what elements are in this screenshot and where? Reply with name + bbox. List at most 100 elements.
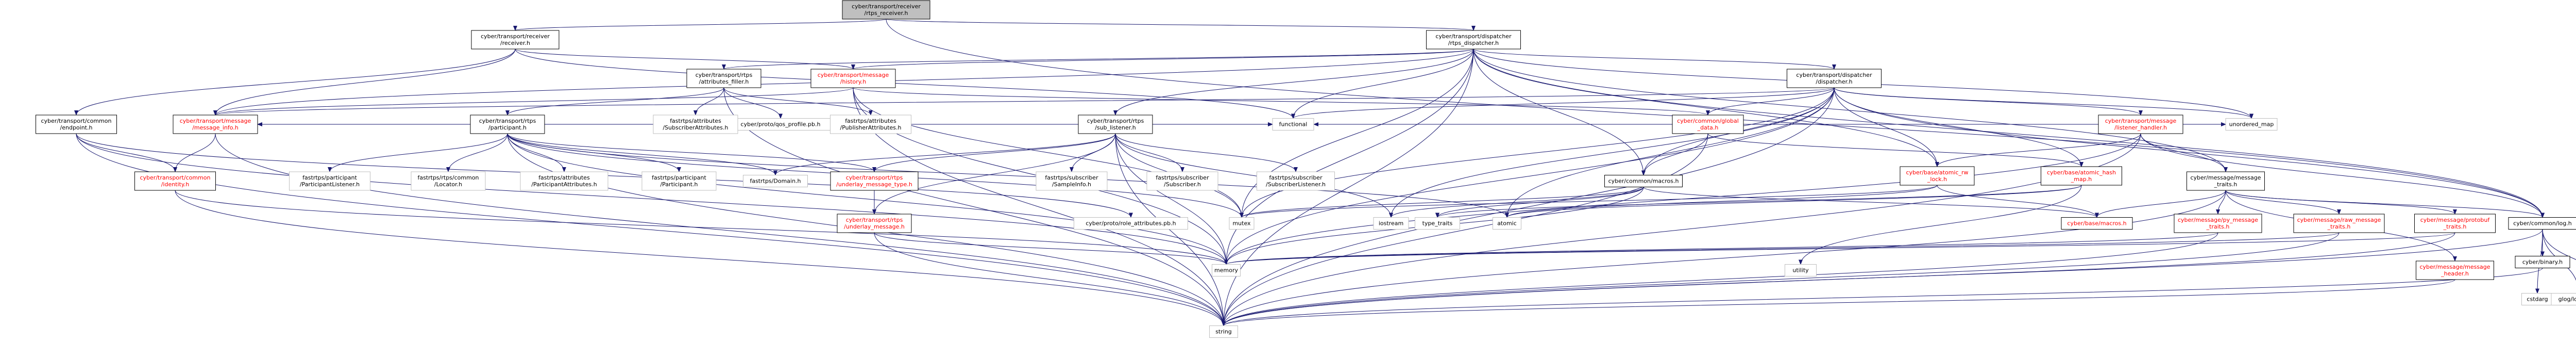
node-message_info[interactable]: cyber/transport/message/message_info.h [173, 115, 258, 134]
node-subscriber: fastrtps/subscriber/Subscriber.h [1146, 171, 1218, 191]
node-label-line: fastrtps/participant [302, 174, 357, 181]
node-label-line: glog/logging.h [2558, 296, 2576, 303]
node-label-line: /underlay_message.h [844, 223, 905, 230]
node-atomic_hash_map[interactable]: cyber/base/atomic_hash_map.h [2041, 166, 2122, 186]
node-underlay_message[interactable]: cyber/transport/rtps/underlay_message.h [837, 214, 912, 233]
node-box [36, 115, 117, 134]
node-label: cyber/transport/rtps/participant.h [479, 118, 536, 131]
node-label-line: type_traits [1422, 220, 1453, 227]
node-label: fastrtps/attributes/ParticipantAttribute… [531, 174, 597, 188]
edge-global_data-to-string [1222, 133, 1708, 327]
node-atomic_rw_lock[interactable]: cyber/base/atomic_rw_lock.h [1900, 166, 1975, 186]
node-label-line: /attributes_filler.h [699, 78, 749, 85]
node-box [1078, 115, 1153, 134]
edge-message_info-to-identity [173, 133, 216, 172]
edge-participant-to-participant_listener [328, 133, 508, 172]
node-label: utility [1792, 267, 1809, 274]
node-box [173, 115, 258, 134]
node-participant[interactable]: cyber/transport/rtps/participant.h [470, 115, 545, 134]
node-label: mutex [1232, 220, 1251, 227]
edge-sub_listener-to-memory [1115, 133, 1228, 265]
node-macros[interactable]: cyber/common/macros.h [1604, 175, 1683, 187]
node-history[interactable]: cyber/transport/message/history.h [810, 69, 896, 88]
node-root[interactable]: cyber/transport/receiver/rtps_receiver.h [842, 0, 930, 20]
node-label: cyber/base/macros.h [2067, 220, 2126, 227]
node-underlay_message_type[interactable]: cyber/transport/rtps/underlay_message_ty… [830, 171, 919, 191]
node-label: string [1215, 329, 1232, 335]
node-label: fastrtps/participant/Participant.h [652, 174, 706, 188]
node-label-line: _traits.h [2206, 223, 2230, 230]
edge-sub_listener-to-iostream [1115, 133, 1393, 218]
node-rtps_dispatcher[interactable]: cyber/transport/dispatcher/rtps_dispatch… [1426, 30, 1521, 50]
node-label-line: cyber/message/message [2190, 174, 2261, 181]
node-box [1900, 166, 1975, 186]
node-role_attributes: cyber/proto/role_attributes.pb.h [1074, 217, 1188, 230]
edge-message_traits-to-base_macros [2095, 190, 2226, 218]
node-py_message_traits[interactable]: cyber/message/py_message_traits.h [2174, 214, 2262, 233]
node-label-line: fastrtps/attributes [538, 174, 590, 181]
node-label: cyber/transport/common/endpoint.h [41, 118, 112, 131]
node-message_traits[interactable]: cyber/message/message_traits.h [2187, 171, 2265, 191]
edge-binary-to-string [1222, 268, 2543, 327]
node-label-line: fastrtps/attributes [670, 118, 721, 124]
node-log[interactable]: cyber/common/log.h [2508, 217, 2576, 230]
edge-underlay_message-to-memory [874, 232, 1228, 265]
node-box [1493, 217, 1521, 230]
edge-listener_handler-to-log [2140, 133, 2545, 218]
edge-attributes_filler-to-pub_attributes [723, 87, 873, 116]
node-global_data[interactable]: cyber/common/global_data.h [1672, 115, 1744, 134]
edge-dispatcher-to-atomic_rw_lock [1834, 87, 1939, 167]
edge-raw_message_traits-to-string [1222, 232, 2340, 327]
node-identity[interactable]: cyber/transport/common/identity.h [134, 171, 216, 191]
edge-common_endpoint-to-memory [76, 133, 1228, 265]
edge-sub_listener-to-underlay_message_type [872, 133, 1116, 172]
node-box [837, 214, 912, 233]
node-label-line: cyber/transport/message [818, 72, 889, 78]
node-box [743, 175, 808, 187]
node-label: atomic [1497, 220, 1517, 227]
node-binary[interactable]: cyber/binary.h [2515, 256, 2570, 268]
node-box [1272, 118, 1314, 131]
node-box [842, 0, 930, 20]
node-sub_listener[interactable]: cyber/transport/rtps/sub_listener.h [1078, 115, 1153, 134]
node-participant_listener: fastrtps/participant/ParticipantListener… [289, 171, 370, 191]
node-label-line: iostream [1379, 220, 1403, 227]
node-dispatcher[interactable]: cyber/transport/dispatcher/dispatcher.h [1787, 69, 1882, 88]
node-label-line: functional [1279, 121, 1308, 128]
node-raw_message_traits[interactable]: cyber/message/raw_message_traits.h [2293, 214, 2385, 233]
node-label-line: string [1215, 329, 1232, 335]
edge-attributes_filler-to-sub_attributes_filler [693, 87, 724, 116]
edge-rtps_dispatcher-to-dispatcher [1473, 48, 1836, 70]
node-common_endpoint[interactable]: cyber/transport/common/endpoint.h [36, 115, 117, 134]
node-label-line: fastrtps/subscriber [1269, 174, 1323, 181]
node-qos_profile: cyber/proto/qos_profile.pb.h [730, 118, 832, 131]
node-attributes_filler[interactable]: cyber/transport/rtps/attributes_filler.h [686, 69, 761, 88]
node-label-line: /endpoint.h [60, 124, 93, 131]
node-utility: utility [1785, 264, 1817, 276]
node-label: iostream [1379, 220, 1403, 227]
node-box [1257, 171, 1335, 191]
node-message_header[interactable]: cyber/message/message_header.h [2416, 260, 2494, 280]
edge-attributes_filler-to-participant [505, 87, 724, 116]
node-label-line: /Subscriber.h [1164, 181, 1201, 188]
node-label: fastrtps/attributes/SubscriberAttributes… [663, 118, 728, 131]
edge-py_message_traits-to-memory [1224, 232, 2218, 265]
node-base_macros[interactable]: cyber/base/macros.h [2061, 217, 2133, 230]
edge-participant-to-underlay_message_type [507, 133, 876, 172]
edge-message_traits-to-log [2225, 190, 2545, 218]
node-label-line: cyber/transport/rtps [696, 72, 753, 78]
node-receiver[interactable]: cyber/transport/receiver/receiver.h [471, 30, 560, 50]
node-label-line: /sub_listener.h [1095, 124, 1136, 131]
node-protobuf_traits[interactable]: cyber/message/protobuf_traits.h [2414, 214, 2496, 233]
node-box [830, 115, 911, 134]
node-box [1672, 115, 1744, 134]
node-box [2061, 217, 2133, 230]
node-label: fastrtps/subscriber/SampleInfo.h [1045, 174, 1098, 188]
node-listener_handler[interactable]: cyber/transport/message/listener_handler… [2098, 115, 2183, 134]
node-label-line: cyber/base/macros.h [2067, 220, 2126, 227]
node-label-line: /Locator.h [434, 181, 462, 188]
edge-dispatcher-to-listener_handler [1834, 87, 2143, 116]
node-label-line: cyber/transport/message [180, 118, 251, 124]
edge-dispatcher-to-mutex [1240, 87, 1835, 218]
